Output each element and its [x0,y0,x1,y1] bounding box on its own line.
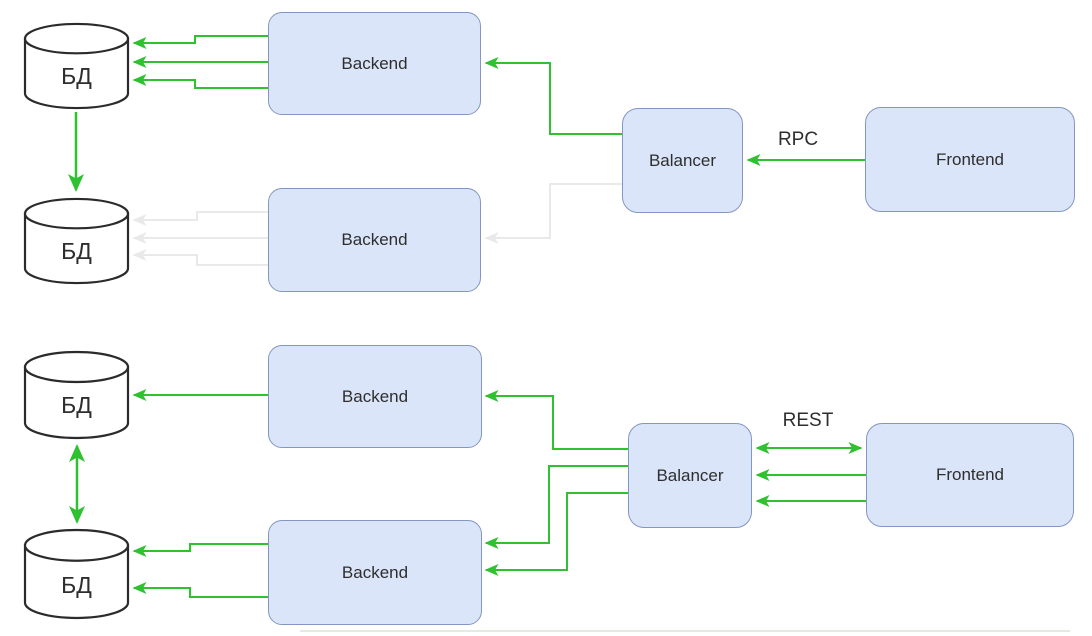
frontend-label: Frontend [935,149,1005,169]
backend-label: Backend [341,53,408,73]
frontend-node-bottom: Frontend [866,423,1074,527]
edge-backend4-db4-2 [132,582,268,598]
database-cylinder-icon [23,22,130,110]
database-cylinder-icon [23,197,130,285]
backend-label: Backend [341,562,409,582]
backend-node-bottom-second: Backend [268,520,482,625]
rpc-protocol-label: RPC [777,129,819,150]
edge-backend4-db4-1 [132,543,268,557]
rest-protocol-label: REST [782,410,834,431]
db-node-top-primary: БД [23,22,130,110]
edge-balancer1-backend2-inactive [484,183,622,244]
db-node-top-replica: БД [23,197,130,285]
backend-node-bottom-first: Backend [268,345,482,448]
database-cylinder-icon [23,528,130,620]
edge-backend1-db1-3 [132,74,268,89]
db-label: БД [61,392,92,419]
frontend-label: Frontend [935,465,1005,484]
edge-backend1-db1-1 [132,35,268,49]
balancer-label: Balancer [656,465,724,485]
db-label: БД [61,238,92,265]
edge-balancer1-backend1 [484,57,622,135]
edge-backend2-db2-inactive-1 [132,211,268,226]
backend-label: Backend [341,230,408,249]
frontend-node-top: Frontend [865,107,1075,212]
edge-balancer2-backend4-1 [484,465,628,549]
edge-balancer2-backend4-2 [484,492,628,576]
db-node-bottom-replica: БД [23,528,130,620]
edge-backend2-db2-inactive-3 [132,249,268,266]
backend-label: Backend [341,386,409,406]
db-label: БД [61,571,92,598]
backend-node-top-active: Backend [268,12,481,115]
db-label: БД [61,63,92,90]
edge-balancer2-backend3 [484,390,628,450]
balancer-node-bottom: Balancer [628,423,752,528]
balancer-label: Balancer [648,150,717,170]
db-node-bottom-primary: БД [23,350,130,440]
database-cylinder-icon [23,350,130,440]
balancer-node-top: Balancer [622,108,743,213]
backend-node-top-inactive: Backend [268,188,481,292]
